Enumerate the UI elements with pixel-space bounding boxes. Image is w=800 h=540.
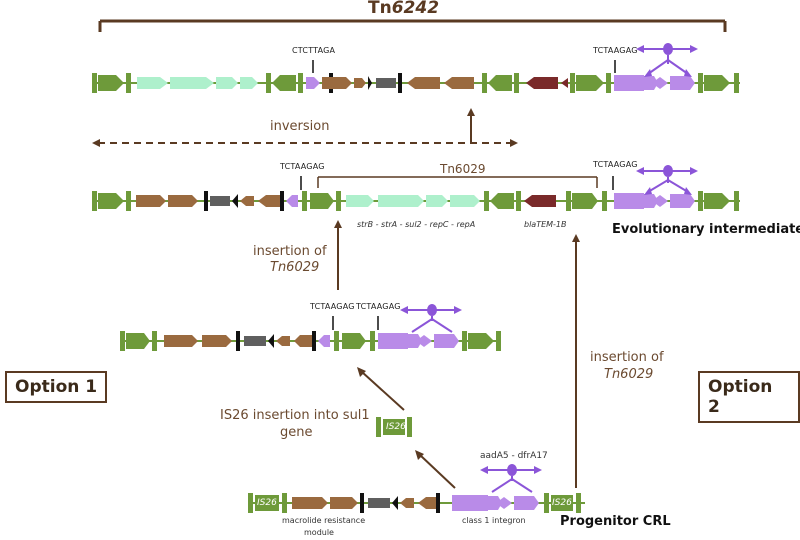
title-number: 6242 — [391, 0, 440, 18]
option-2-box: Option 2 — [698, 371, 800, 423]
inversion-arrow — [92, 108, 518, 147]
class1-integron-label: class 1 integron — [462, 516, 526, 525]
seq-lower-left: TCTAAGAG — [310, 302, 355, 311]
tn6029-label: Tn6029 — [440, 162, 486, 176]
is26-floating-label: IS26 — [386, 422, 406, 432]
seq-mid-left: TCTAAGAG — [280, 162, 325, 171]
insertion-left-line1: insertion of — [253, 244, 327, 259]
row-2-evolutionary-intermediate — [92, 191, 740, 211]
row-4-cassette-arrows — [480, 464, 542, 493]
inversion-label: inversion — [270, 119, 330, 134]
is26-left-label: IS26 — [257, 498, 277, 508]
bla-label: blaTEM-1B — [524, 220, 567, 229]
cassettes-label: aadA5 - dfrA17 — [480, 451, 548, 461]
insertion-right-line2: Tn6029 — [604, 367, 654, 382]
row-3-is26-insertion-product — [120, 331, 501, 351]
insertion-left-arrow — [334, 220, 342, 290]
floating-is26-element — [376, 417, 412, 437]
row-3-insertion-pins — [332, 316, 379, 330]
evolutionary-intermediate-label: Evolutionary intermediate — [612, 222, 800, 237]
is26-insertion-line2: gene — [280, 425, 313, 440]
row-3-cassette-arrows — [400, 304, 462, 333]
macrolide-line2: module — [304, 528, 334, 537]
is26-right-label: IS26 — [552, 498, 572, 508]
insertion-right-line1: insertion of — [590, 350, 664, 365]
title-prefix: Tn — [368, 0, 392, 18]
insertion-right-arrow — [572, 234, 580, 488]
row-1-insertion-pins — [312, 60, 616, 73]
seq-mid-right: TCTAAGAG — [593, 160, 638, 169]
option-1-box: Option 1 — [5, 371, 108, 403]
row-2-insertion-pins — [300, 176, 614, 190]
is26-insertion-line1: IS26 insertion into sul1 — [220, 408, 370, 423]
row-2-cassette-arrows — [636, 165, 698, 195]
tn6242-bracket — [98, 19, 727, 32]
tn6029-bracket — [317, 176, 598, 188]
gene-list-label: strB - strA - sul2 - repC - repA — [357, 220, 476, 229]
row-1-tn6242 — [92, 73, 740, 93]
seq-top-right: TCTAAGAG — [593, 46, 638, 55]
row-1-cassette-arrows — [636, 43, 698, 77]
progenitor-crl-label: Progenitor CRL — [560, 514, 671, 529]
row-4-progenitor-crl — [248, 493, 585, 513]
is26-insertion-arrows — [357, 367, 456, 489]
macrolide-line1: macrolide resistance — [282, 516, 366, 525]
seq-lower-right: TCTAAGAG — [356, 302, 401, 311]
insertion-left-line2: Tn6029 — [270, 260, 320, 275]
seq-top-left: CTCTTAGA — [292, 46, 336, 55]
diagram-title: Tn6242 — [368, 0, 439, 18]
